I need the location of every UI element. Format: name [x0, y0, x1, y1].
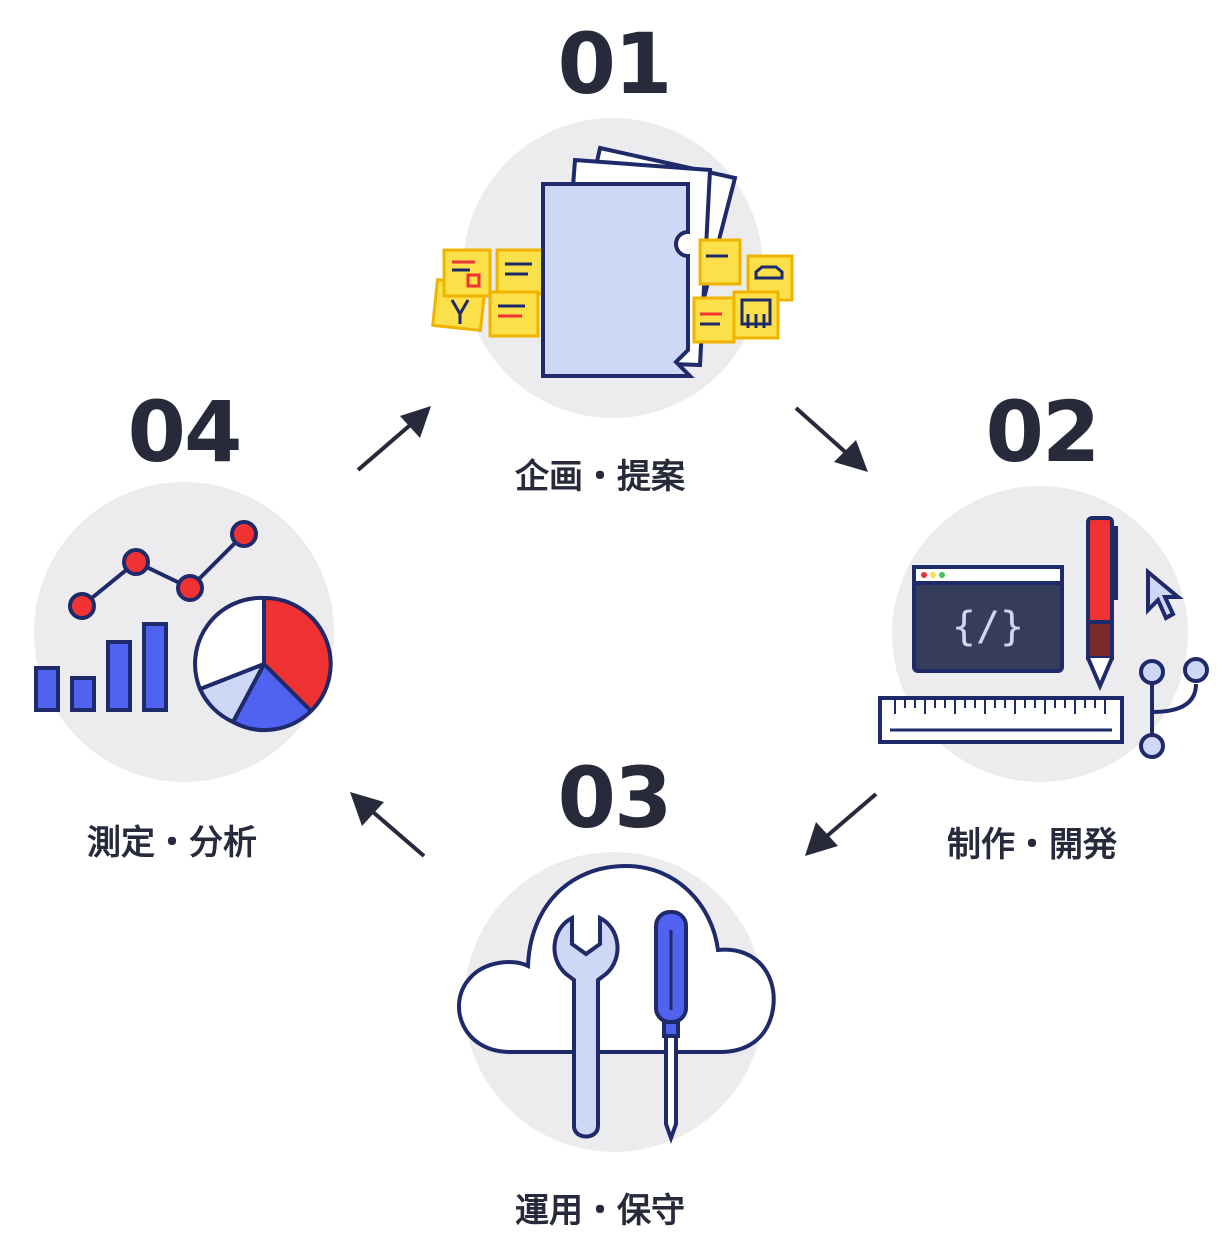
step-03-number: 03 — [557, 749, 673, 847]
arrow-04-to-01 — [356, 406, 431, 472]
step-04-label: 測定・分析 — [87, 823, 257, 863]
branch-icon — [1139, 657, 1209, 759]
step-02-number: 02 — [985, 383, 1101, 481]
screwdriver-icon — [654, 910, 688, 1144]
step-01-number: 01 — [557, 15, 673, 113]
pie-chart-icon — [193, 595, 333, 733]
bar-chart-icon — [34, 622, 168, 712]
sticky-notes-left — [431, 248, 547, 338]
step-02-label: 制作・開発 — [947, 825, 1117, 865]
cursor-icon — [1146, 567, 1184, 621]
step-02-icon: {/} — [878, 486, 1209, 782]
step-01-icon — [431, 118, 794, 418]
ruler-icon — [878, 696, 1124, 744]
arrow-03-to-04 — [350, 792, 426, 858]
step-03-label: 運用・保守 — [515, 1191, 685, 1231]
step-04-icon — [34, 482, 334, 782]
folder-icon — [541, 182, 695, 378]
pen-icon — [1086, 516, 1118, 692]
line-chart-icon — [80, 532, 246, 608]
arrow-02-to-03 — [805, 792, 878, 856]
code-symbol: {/} — [952, 604, 1024, 650]
sticky-notes-right — [692, 238, 794, 344]
wrench-icon — [552, 914, 620, 1139]
cycle-arrows — [350, 406, 878, 858]
step-03-icon — [457, 852, 776, 1152]
arrow-01-to-02 — [794, 406, 868, 472]
step-01-label: 企画・提案 — [515, 457, 685, 497]
step-04-number: 04 — [127, 383, 243, 481]
